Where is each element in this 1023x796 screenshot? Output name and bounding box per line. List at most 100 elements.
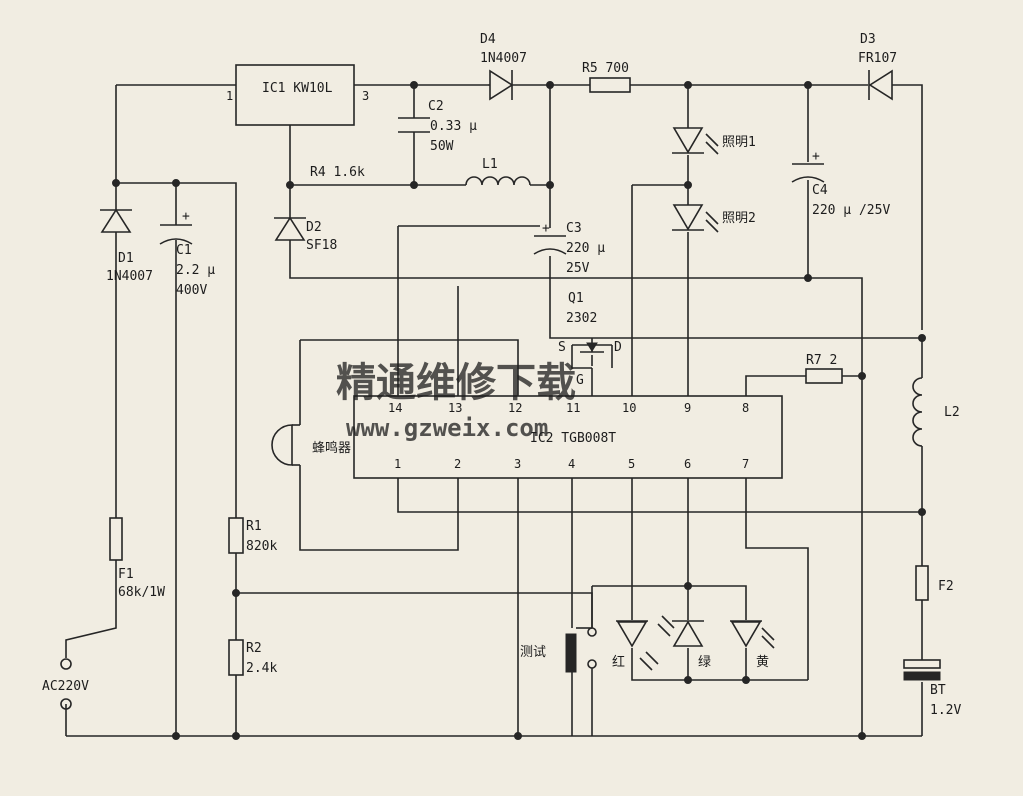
diode-d4: D4 1N4007	[480, 32, 532, 101]
ic1-pin3: 3	[362, 89, 369, 103]
buzzer: 蜂鸣器	[271, 424, 351, 466]
f1-name: F1	[118, 567, 134, 582]
ic1-regulator: IC1 KW10L 1 3	[226, 64, 369, 126]
ic2-pin11: 11	[566, 401, 580, 415]
q1-source: S	[558, 340, 566, 355]
ic2-pin8: 8	[742, 401, 749, 415]
r2-name: R2	[246, 641, 262, 656]
d4-name: D4	[480, 32, 496, 47]
led-red: 红	[612, 620, 659, 671]
fuse-f1: F1 68k/1W	[109, 517, 165, 600]
capacitor-c3: + C3 220 μ 25V	[533, 221, 605, 276]
battery-bt: BT 1.2V	[903, 659, 961, 718]
watermark: 精通维修下载 www.gzweix.com	[336, 360, 576, 442]
watermark-url: www.gzweix.com	[346, 414, 548, 442]
watermark-cn: 精通维修下载	[336, 360, 576, 406]
resistor-r7: R7 2	[805, 353, 843, 384]
c4-name: C4	[812, 183, 828, 198]
ic2-pin2: 2	[454, 457, 461, 471]
ic2-controller: IC2 TGB008T 14 13 12 11 10 9 8 1 2 3 4 5…	[353, 395, 783, 479]
f1-value: 68k/1W	[118, 585, 165, 600]
q1-part: 2302	[566, 311, 597, 326]
buzzer-label: 蜂鸣器	[312, 440, 351, 456]
ic2-pin14: 14	[388, 401, 402, 415]
c2-voltage: 50W	[430, 139, 454, 154]
d2-name: D2	[306, 220, 322, 235]
q1-drain: D	[614, 340, 622, 355]
r7-label: R7 2	[806, 353, 837, 368]
ic2-pin13: 13	[448, 401, 462, 415]
inductor-l2: L2	[912, 377, 960, 447]
ic1-pin1: 1	[226, 89, 233, 103]
d3-name: D3	[860, 32, 876, 47]
c3-name: C3	[566, 221, 582, 236]
r5-label: R5 700	[582, 61, 629, 76]
diode-d2: D2 SF18	[274, 216, 337, 253]
led-green-label: 绿	[698, 655, 711, 670]
d1-part: 1N4007	[106, 269, 153, 284]
capacitor-c2: C2 0.33 μ 50W	[398, 99, 477, 154]
ic2-pin1: 1	[394, 457, 401, 471]
led-light2-label: 照明2	[722, 211, 756, 226]
led-light2: 照明2	[672, 204, 756, 233]
ic2-pin4: 4	[568, 457, 575, 471]
d2-part: SF18	[306, 238, 337, 253]
junction-dots	[112, 81, 926, 740]
led-yellow-label: 黄	[756, 655, 769, 670]
l2-name: L2	[944, 405, 960, 420]
ac-label: AC220V	[42, 679, 89, 694]
r4-label: R4 1.6k	[310, 165, 365, 180]
c4-value: 220 μ /25V	[812, 203, 890, 218]
resistor-r5: R5 700	[582, 61, 631, 93]
c3-voltage: 25V	[566, 261, 590, 276]
c1-value: 2.2 μ	[176, 263, 215, 278]
d4-part: 1N4007	[480, 51, 527, 66]
diode-d1: D1 1N4007	[100, 208, 153, 284]
c1-name: C1	[176, 243, 192, 258]
led-light1-label: 照明1	[722, 135, 756, 150]
c2-value: 0.33 μ	[430, 119, 477, 134]
ic2-pin12: 12	[508, 401, 522, 415]
r1-value: 820k	[246, 539, 277, 554]
r2-value: 2.4k	[246, 661, 277, 676]
d3-part: FR107	[858, 51, 897, 66]
q1-name: Q1	[568, 291, 584, 306]
led-red-label: 红	[612, 654, 625, 670]
ic2-pin5: 5	[628, 457, 635, 471]
c1-voltage: 400V	[176, 283, 207, 298]
capacitor-c4: + C4 220 μ /25V	[791, 149, 890, 218]
ic2-pin3: 3	[514, 457, 521, 471]
ic2-pin7: 7	[742, 457, 749, 471]
led-green: 绿	[657, 615, 711, 670]
c3-plus: +	[542, 221, 550, 236]
ic2-pin9: 9	[684, 401, 691, 415]
fuse-f2: F2	[915, 565, 954, 601]
ac-input: AC220V	[42, 658, 89, 710]
bt-name: BT	[930, 683, 946, 698]
diode-d3: D3 FR107	[858, 32, 897, 101]
bt-value: 1.2V	[930, 703, 961, 718]
q1-gate: G	[576, 373, 584, 388]
c2-name: C2	[428, 99, 444, 114]
ic2-name: IC2 TGB008T	[530, 431, 616, 446]
inductor-l1: L1	[465, 157, 531, 186]
c4-plus: +	[812, 149, 820, 164]
d1-name: D1	[118, 251, 134, 266]
f2-name: F2	[938, 579, 954, 594]
c3-value: 220 μ	[566, 241, 605, 256]
test-switch[interactable]: 测试	[520, 627, 597, 736]
capacitor-c1: + C1 2.2 μ 400V	[159, 209, 215, 298]
mosfet-q1: Q1 2302 S D G	[558, 291, 622, 388]
ic2-pin10: 10	[622, 401, 636, 415]
test-switch-label: 测试	[520, 645, 546, 660]
l1-name: L1	[482, 157, 498, 172]
led-light1: 照明1	[672, 127, 756, 155]
r1-name: R1	[246, 519, 262, 534]
resistor-r2: R2 2.4k	[228, 639, 277, 676]
ic2-pin6: 6	[684, 457, 691, 471]
wires	[65, 84, 923, 737]
c1-plus: +	[182, 209, 190, 224]
led-yellow: 黄	[730, 620, 775, 670]
ic1-name: IC1 KW10L	[262, 81, 333, 96]
